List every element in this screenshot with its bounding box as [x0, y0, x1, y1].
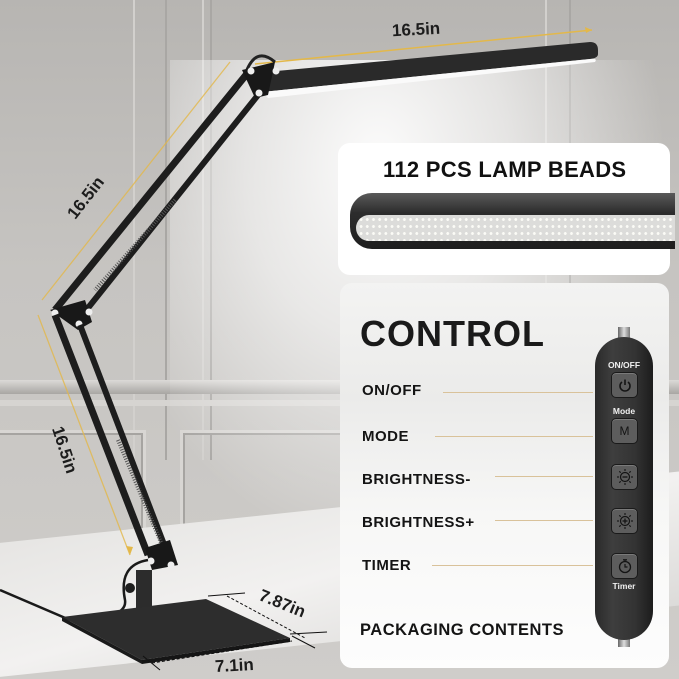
lamp-light-strip — [262, 58, 596, 98]
lamp-beads-card: 112 PCS LAMP BEADS — [338, 143, 675, 275]
inline-remote-control: ON/OFF Mode M — [595, 337, 653, 640]
power-icon — [618, 379, 631, 392]
on-off-caption: ON/OFF — [607, 360, 641, 370]
control-label-mode: MODE — [362, 428, 409, 445]
base-width-label: 7.1in — [214, 654, 255, 677]
leader-line — [443, 392, 593, 393]
timer-button[interactable] — [611, 553, 638, 579]
control-title: CONTROL — [360, 313, 545, 354]
control-label-brightness-minus: BRIGHTNESS- — [362, 471, 471, 488]
lamp-head — [255, 42, 598, 92]
brightness-plus-button[interactable] — [611, 508, 638, 534]
head-length-label: 16.5in — [391, 18, 441, 41]
led-bead-array — [356, 215, 675, 241]
brightness-minus-icon — [616, 469, 633, 485]
control-label-brightness-plus: BRIGHTNESS+ — [362, 514, 475, 531]
remote-cable-plug — [618, 327, 630, 339]
control-card: CONTROL ON/OFF MODE BRIGHTNESS- BRIGHTNE… — [340, 283, 669, 668]
wall-pilaster — [133, 0, 167, 460]
timer-caption: Timer — [612, 581, 636, 591]
leader-line — [435, 436, 593, 437]
leader-line — [495, 476, 593, 477]
timer-icon — [618, 559, 631, 574]
power-button[interactable] — [611, 372, 638, 398]
leader-line — [432, 565, 593, 566]
lamp-beads-title: 112 PCS LAMP BEADS — [383, 157, 627, 182]
packaging-contents-label: PACKAGING CONTENTS — [360, 621, 564, 639]
brightness-plus-icon — [616, 513, 633, 529]
lamp-head-closeup — [350, 193, 675, 249]
mode-caption: Mode — [612, 406, 636, 416]
mode-icon: M — [619, 424, 630, 438]
leader-line — [495, 520, 593, 521]
control-label-on-off: ON/OFF — [362, 382, 422, 399]
mode-button[interactable]: M — [611, 418, 638, 444]
dimension-line — [254, 29, 593, 65]
brightness-minus-button[interactable] — [611, 464, 638, 490]
control-label-timer: TIMER — [362, 557, 412, 574]
